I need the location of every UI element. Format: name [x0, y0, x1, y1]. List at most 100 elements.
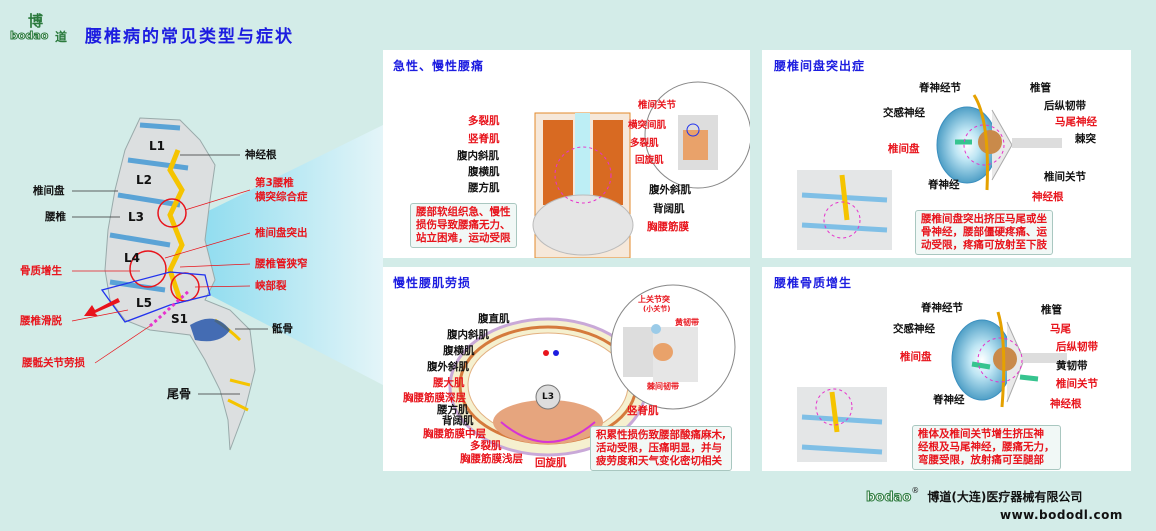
panel-chronic-muscle-strain: 慢性腰肌劳损 L3 积累性损伤致腰部酸痛麻木, 活动受限，压痛明显，并与 疲劳度… [383, 267, 750, 471]
label: 椎管 [1030, 82, 1051, 94]
callout-line: 骨神经，腰部僵硬疼痛、运 [921, 226, 1047, 238]
label: 棘间韧带 [647, 382, 679, 391]
label-lumbosacral-strain: 腰骶关节劳损 [22, 357, 85, 369]
label-spondylolysis: 峡部裂 [255, 280, 287, 292]
label: 马尾 [1050, 323, 1071, 335]
panel-lumbar-hyperostosis: 腰椎骨质增生 椎体及椎间关节增生挤压神 经根及马尾神经，腰痛无力， 弯腰受限，放… [762, 267, 1131, 471]
label: 背阔肌 [653, 203, 685, 215]
label: 多裂肌 [468, 115, 500, 127]
label: 黄韧带 [1056, 360, 1088, 372]
label: 椎间盘 [900, 351, 932, 363]
label: (小关节) [643, 305, 671, 313]
panel-title: 慢性腰肌劳损 [393, 276, 472, 290]
label-l3-syndrome-1: 第3腰椎 [255, 177, 294, 189]
vertebra-l3: L3 [128, 210, 144, 224]
vertebra-l5: L5 [136, 296, 152, 310]
label: 回旋肌 [535, 457, 567, 469]
logo-char-dao: 道 [55, 30, 68, 44]
company-url[interactable]: www.bododl.com [1000, 508, 1123, 522]
label: 交感神经 [893, 323, 935, 335]
label: 后纵韧带 [1044, 100, 1086, 112]
hyperostosis-illustration [797, 311, 1067, 462]
highlight-wedge [200, 125, 383, 385]
label: 脊神经节 [919, 82, 961, 94]
label: 上关节突 [638, 295, 670, 304]
label-stenosis: 腰椎管狭窄 [255, 258, 308, 270]
label: 后纵韧带 [1056, 341, 1098, 353]
panel-disc-herniation: 腰椎间盘突出症 腰椎间盘突出挤压马尾或坐 骨神经，腰部僵硬疼痛、运 动受限，疼痛… [762, 50, 1131, 258]
label: 腹内斜肌 [447, 329, 489, 341]
callout-line: 腰部软组织急、慢性 [416, 206, 511, 218]
label-l3-syndrome-2: 横突综合症 [255, 191, 308, 203]
label: 腹横肌 [443, 345, 475, 357]
label-coccyx: 尾骨 [167, 387, 192, 401]
label: 黄韧带 [675, 318, 699, 327]
label: 胸腰筋膜中层 [423, 428, 486, 440]
label: 胸腰筋膜 [647, 221, 689, 233]
label: 腰方肌 [468, 182, 500, 194]
label: 腹外斜肌 [649, 184, 691, 196]
registered-mark: ® [911, 486, 920, 495]
label: 胸腰筋膜深层 [403, 392, 466, 404]
label: 椎间关节 [1044, 171, 1086, 183]
vertebra-l4: L4 [124, 251, 140, 265]
panel-title: 急性、慢性腰痛 [393, 59, 485, 73]
logo-text: bodao [9, 29, 49, 43]
disc-illustration [797, 94, 1062, 250]
cross-section-illustration [448, 284, 736, 457]
callout-line: 椎体及椎间关节增生挤压神 [918, 428, 1044, 440]
callout-line: 弯腰受限，放射痛可至腿部 [918, 454, 1044, 466]
label: 脊神经节 [921, 302, 963, 314]
label: 回旋肌 [635, 155, 664, 166]
label: 腰大肌 [433, 377, 465, 389]
callout-line: 经根及马尾神经，腰痛无力， [918, 441, 1055, 453]
label: 椎管 [1041, 304, 1062, 316]
label: 神经根 [1050, 398, 1082, 410]
symptom-callout: 腰部软组织急、慢性 损伤导致腰痛无力、 站立困难，运动受限 [410, 203, 517, 248]
label: 神经根 [1032, 191, 1064, 203]
callout-line: 损伤导致腰痛无力、 [416, 219, 511, 231]
label: 脊神经 [933, 394, 965, 406]
label: 脊神经 [928, 179, 960, 191]
label: 椎间关节 [1056, 378, 1098, 390]
brand-logo: 博 bodao 道 [9, 10, 68, 44]
label-spondylolisthesis: 腰椎滑脱 [20, 315, 62, 327]
footer: bodao® 博道(大连)医疗器械有限公司 [865, 486, 1082, 506]
label: 马尾神经 [1055, 116, 1097, 128]
label-lumbar: 腰椎 [45, 211, 66, 223]
label: 交感神经 [883, 107, 925, 119]
label-l3: L3 [542, 392, 554, 402]
label-hyperostosis: 骨质增生 [20, 265, 62, 277]
label-nerve-root: 神经根 [245, 149, 277, 161]
panel-acute-chronic-back-pain: 急性、慢性腰痛 腰部软组织急、慢性 损伤导致腰痛无力、 站立困难，运动受限 [383, 50, 750, 258]
vertebra-l1: L1 [149, 139, 165, 153]
footer-logo: bodao [865, 490, 912, 506]
callout-line: 腰椎间盘突出挤压马尾或坐 [921, 213, 1047, 225]
vertebra-s1: S1 [171, 312, 188, 326]
label: 椎间关节 [638, 100, 677, 111]
spine-illustration [71, 117, 268, 451]
page-title: 腰椎病的常见类型与症状 [85, 27, 294, 47]
label: 背阔肌 [442, 415, 474, 427]
label: 腹横肌 [468, 166, 500, 178]
callout-line: 活动受限，压痛明显，并与 [596, 442, 722, 454]
label: 腹内斜肌 [457, 150, 499, 162]
slip-arrow-icon [84, 298, 120, 316]
vertebra-l2: L2 [136, 173, 152, 187]
symptom-callout: 腰椎间盘突出挤压马尾或坐 骨神经，腰部僵硬疼痛、运 动受限，疼痛可放射至下肢 [915, 210, 1053, 255]
label: 腹外斜肌 [427, 361, 469, 373]
panel-title: 腰椎间盘突出症 [774, 59, 866, 73]
callout-line: 疲劳度和天气变化密切相关 [596, 455, 722, 467]
label: 多裂肌 [470, 440, 502, 452]
symptom-callout: 积累性损伤致腰部酸痛麻木, 活动受限，压痛明显，并与 疲劳度和天气变化密切相关 [590, 426, 732, 471]
label-disc-herniation: 椎间盘突出 [255, 227, 308, 239]
label: 竖脊肌 [627, 405, 659, 417]
label: 椎间盘 [888, 143, 920, 155]
label: 棘突 [1075, 133, 1096, 145]
logo-char-bo: 博 [28, 12, 44, 30]
callout-line: 积累性损伤致腰部酸痛麻木, [596, 429, 726, 441]
label-disc: 椎间盘 [33, 185, 65, 197]
label: 腰方肌 [437, 404, 469, 416]
label: 竖脊肌 [468, 133, 500, 145]
